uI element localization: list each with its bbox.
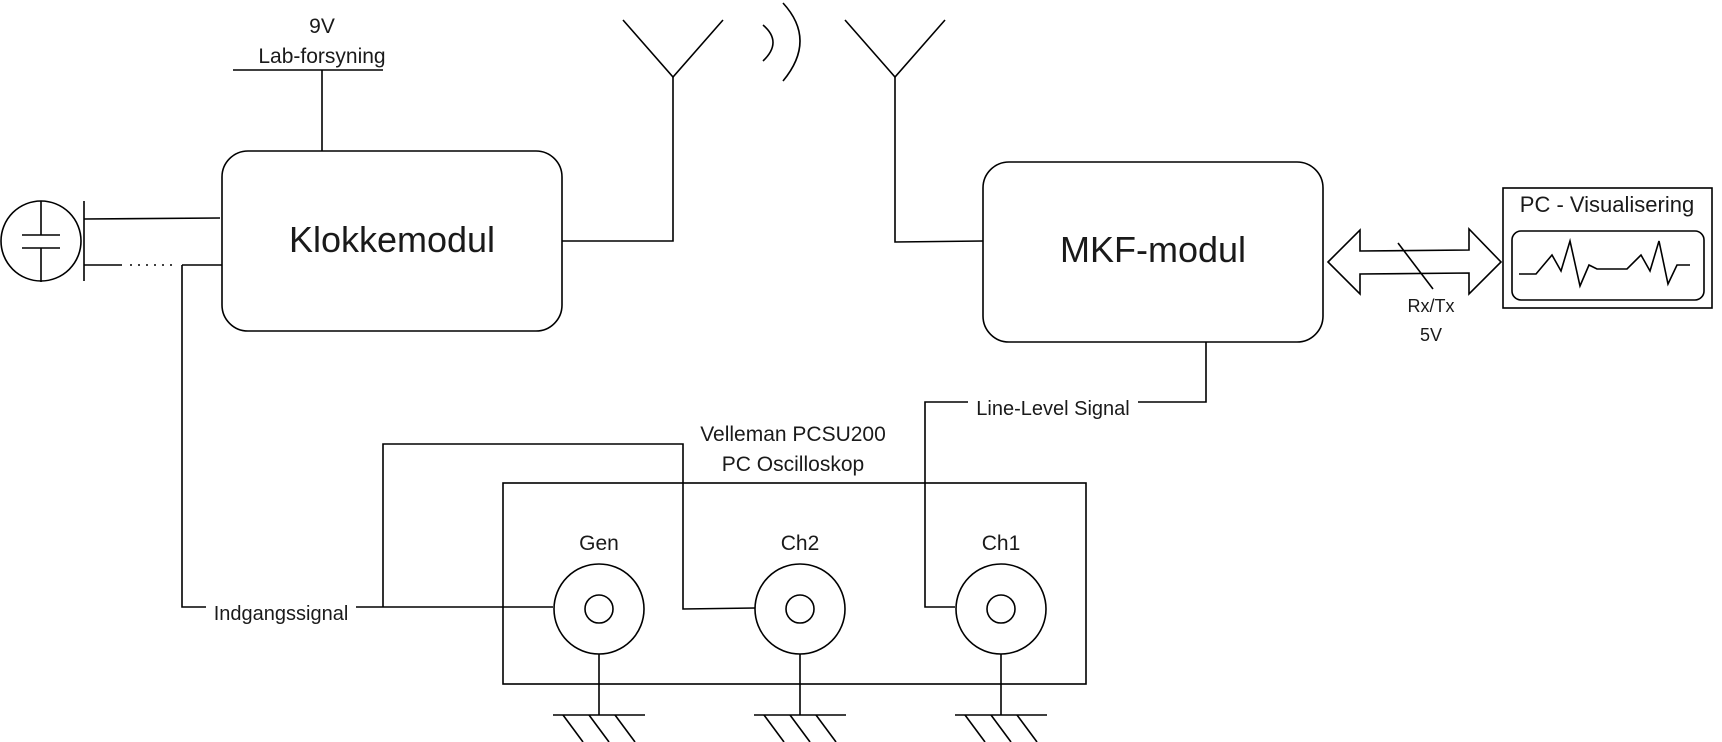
mkf-module-label: MKF-modul: [1060, 229, 1246, 270]
clock-antenna-wire: [562, 77, 674, 242]
pc-screen: [1511, 230, 1705, 301]
pc-title: PC - Visualisering: [1520, 192, 1694, 217]
oscilloscope-label-wire: [382, 443, 756, 610]
ground-icon-ch1: [955, 654, 1047, 742]
oscilloscope-subtitle: PC Oscilloskop: [722, 453, 864, 476]
mkf-module-box[interactable]: [982, 161, 1324, 343]
ground-icon-gen: [553, 654, 645, 742]
link-voltage: 5V: [1420, 325, 1442, 345]
waveform-icon: [1519, 237, 1690, 289]
wireless-arc-small: [762, 24, 774, 62]
clock-module-label: Klokkemodul: [289, 219, 495, 260]
rx-tx-arrow-icon: [1326, 227, 1503, 296]
line-level-wire-left: [924, 401, 968, 608]
supply-label: Lab-forsyning: [258, 45, 385, 68]
oscilloscope-name: Velleman PCSU200: [700, 423, 886, 446]
channel-label-ch2: Ch2: [781, 532, 820, 555]
input-signal-wire: [181, 265, 206, 608]
capacitor-icon: [0, 200, 82, 282]
antenna-icon-left: [622, 19, 724, 79]
antenna-icon-right: [844, 19, 946, 79]
rx-tx-label: Rx/Tx: [1408, 296, 1455, 316]
mkf-antenna-wire: [894, 77, 984, 243]
channel-label-gen: Gen: [579, 532, 619, 555]
supply-voltage: 9V: [309, 15, 335, 38]
connector-gen[interactable]: [553, 563, 645, 655]
rx-tx-slash: [1397, 242, 1434, 290]
ground-icon-ch2: [754, 654, 846, 742]
line-level-label: Line-Level Signal: [976, 398, 1129, 420]
oscilloscope-box[interactable]: [502, 482, 1087, 685]
input-signal-label: Indgangssignal: [214, 603, 349, 625]
connector-ch1[interactable]: [955, 563, 1047, 655]
wireless-arc-large: [782, 2, 801, 82]
pc-frame[interactable]: [1502, 187, 1713, 309]
line-level-wire-right: [1138, 342, 1207, 403]
capacitor-wire-top: [83, 217, 221, 220]
channel-label-ch1: Ch1: [982, 532, 1021, 555]
connector-ch2[interactable]: [754, 563, 846, 655]
